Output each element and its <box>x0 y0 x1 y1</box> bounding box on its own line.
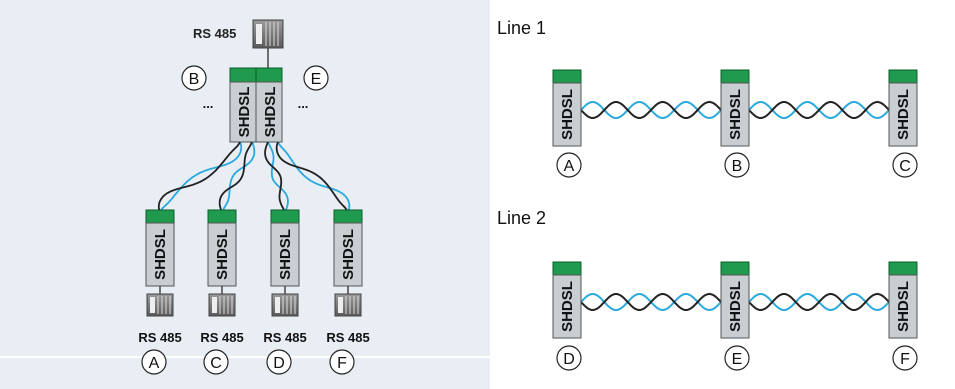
line-2-cable-1 <box>580 293 722 311</box>
line-1: Line 1 SHDSL A SHDSL B SHDSL C <box>497 18 918 178</box>
ellipsis-left: ... <box>203 96 214 111</box>
bottom-circle-label-4: F <box>329 349 355 375</box>
svg-text:D: D <box>563 351 575 368</box>
svg-text:A: A <box>564 158 575 175</box>
top-rs485-device-icon <box>252 19 284 49</box>
svg-text:D: D <box>273 355 285 372</box>
circle-label-top-left: B <box>181 65 207 91</box>
bottom-rs485-label-4: RS 485 <box>326 330 369 345</box>
svg-text:F: F <box>337 355 347 372</box>
line-title-1: Line 1 <box>497 18 546 38</box>
line-1-shdsl-module-3: SHDSL <box>888 69 918 147</box>
bottom-rs485-device-icon-4 <box>334 293 362 317</box>
line-2-shdsl-module-3: SHDSL <box>888 261 918 339</box>
line-1-cable-1 <box>580 101 722 119</box>
svg-text:A: A <box>149 355 160 372</box>
top-module-label-left: SHDSL <box>236 87 253 138</box>
bottom-shdsl-module-3-label: SHDSL <box>277 229 294 280</box>
star-topology: RS 485 SHDSL SHDSL B ... E <box>138 19 370 375</box>
line-2-shdsl-module-1-label: SHDSL <box>559 281 576 332</box>
circle-label-top-right: E <box>303 65 329 91</box>
line-topology: Line 1 SHDSL A SHDSL B SHDSL C Line 2 SHDSL D SHDS… <box>497 18 918 371</box>
line-2: Line 2 SHDSL D SHDSL E SHDSL F <box>497 208 918 371</box>
line-2-circle-label-1: D <box>556 345 582 371</box>
line-2-circle-label-2: E <box>724 345 750 371</box>
line-2-cable-2 <box>748 293 890 311</box>
bottom-circle-label-2: C <box>203 349 229 375</box>
line-1-circle-label-3: C <box>892 152 918 178</box>
bottom-shdsl-module-2-label: SHDSL <box>214 229 231 280</box>
line-1-shdsl-module-1-label: SHDSL <box>559 89 576 140</box>
bottom-circle-label-3: D <box>266 349 292 375</box>
line-2-shdsl-module-3-label: SHDSL <box>895 281 912 332</box>
star-cables <box>157 141 351 213</box>
ellipsis-right: ... <box>298 96 309 111</box>
line-1-shdsl-module-2-label: SHDSL <box>727 89 744 140</box>
bottom-shdsl-module-2: SHDSL <box>207 209 237 287</box>
line-2-shdsl-module-1: SHDSL <box>552 261 582 339</box>
bottom-shdsl-module-3: SHDSL <box>270 209 300 287</box>
top-shdsl-module-right: SHDSL <box>255 67 283 143</box>
star-cable-1 <box>157 141 243 213</box>
svg-text:C: C <box>899 158 911 175</box>
line-1-shdsl-module-2: SHDSL <box>720 69 750 147</box>
bottom-shdsl-module-1-label: SHDSL <box>152 229 169 280</box>
top-module-label-right: SHDSL <box>262 87 279 138</box>
svg-text:E: E <box>311 71 322 88</box>
star-cable-2 <box>218 141 256 213</box>
bottom-shdsl-module-4-label: SHDSL <box>340 229 357 280</box>
bottom-rs485-label-1: RS 485 <box>138 330 181 345</box>
svg-text:E: E <box>732 351 743 368</box>
line-title-2: Line 2 <box>497 208 546 228</box>
bottom-rs485-device-icon-3 <box>271 293 299 317</box>
svg-text:B: B <box>189 71 200 88</box>
bottom-rs485-device-icon-2 <box>208 293 236 317</box>
line-2-shdsl-module-2-label: SHDSL <box>727 281 744 332</box>
star-topology-panel <box>0 0 490 389</box>
bottom-shdsl-module-1: SHDSL <box>145 209 175 287</box>
top-rs485-label: RS 485 <box>193 26 236 41</box>
bottom-rs485-label-2: RS 485 <box>200 330 243 345</box>
line-1-shdsl-module-1: SHDSL <box>552 69 582 147</box>
star-cable-4 <box>275 141 351 213</box>
bottom-circle-label-1: A <box>141 349 167 375</box>
line-1-cable-2 <box>748 101 890 119</box>
line-1-shdsl-module-3-label: SHDSL <box>895 89 912 140</box>
svg-text:C: C <box>210 355 222 372</box>
bottom-shdsl-module-4: SHDSL <box>333 209 363 287</box>
top-shdsl-module-left: SHDSL <box>229 67 257 143</box>
line-1-circle-label-2: B <box>724 152 750 178</box>
svg-text:B: B <box>732 158 743 175</box>
star-cable-3 <box>264 141 289 213</box>
line-1-circle-label-1: A <box>556 152 582 178</box>
bottom-rs485-label-3: RS 485 <box>263 330 306 345</box>
line-2-circle-label-3: F <box>892 345 918 371</box>
line-2-shdsl-module-2: SHDSL <box>720 261 750 339</box>
bottom-rs485-device-icon-1 <box>146 293 174 317</box>
svg-text:F: F <box>900 351 910 368</box>
